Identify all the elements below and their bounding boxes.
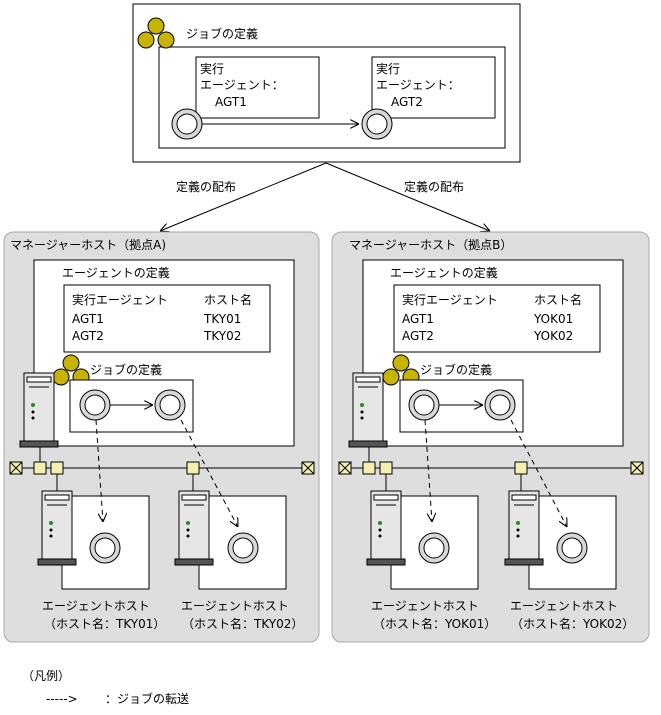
site-b-row1-agent: AGT1 xyxy=(402,312,434,326)
top-job-definition: ジョブの定義 実行 エージェント： AGT1 実行 エージェント： AGT2 xyxy=(132,3,521,163)
site-a-agent-host2-label: エージェントホスト xyxy=(181,599,289,613)
site-a-row1-host: TKY01 xyxy=(203,312,241,326)
job-node-2 xyxy=(361,108,393,140)
site-a-agent-def-title: エージェントの定義 xyxy=(62,265,170,280)
site-a-agent-server-icon-1 xyxy=(37,490,77,566)
site-a-row2-agent: AGT2 xyxy=(72,329,104,343)
legend-desc: ：ジョブの転送 xyxy=(105,691,189,706)
exec-agent-box-1 xyxy=(195,56,320,119)
site-b-agent-host2-hostname: （ホスト名：YOK02） xyxy=(511,616,634,631)
site-b-transfer-arrow-1 xyxy=(424,419,432,522)
site-a-agent-host2-hostname: （ホスト名：TKY02） xyxy=(182,616,303,631)
site-b-job-node-1 xyxy=(408,389,440,421)
site-b-agent-server-icon-1 xyxy=(366,490,406,566)
site-a-agent2-job-node xyxy=(227,532,259,564)
job-def-title: ジョブの定義 xyxy=(186,26,258,41)
site-b-col-agent: 実行エージェント xyxy=(402,292,498,307)
distribute-label-right: 定義の配布 xyxy=(404,179,464,194)
site-a-row2-host: TKY02 xyxy=(203,329,241,343)
site-b-tap-manager xyxy=(362,461,376,475)
site-b-title: マネージャーホスト（拠点B） xyxy=(349,238,512,252)
site-a-tap-host1 xyxy=(50,461,64,475)
site-b-manager-server-icon xyxy=(348,372,388,448)
site-a-col-host: ホスト名 xyxy=(204,292,252,307)
legend-title: （凡例） xyxy=(22,669,70,683)
site-a-tap-host2 xyxy=(186,461,200,475)
job-node-1 xyxy=(171,108,203,140)
legend-arrow-sample: -----> xyxy=(46,692,78,706)
exec2-line2: エージェント： xyxy=(376,78,460,92)
distribute-label-left: 定義の配布 xyxy=(176,179,236,194)
site-a-row1-agent: AGT1 xyxy=(72,312,104,326)
site-a-agent-table xyxy=(63,284,271,353)
site-b-agent-server-icon-2 xyxy=(504,490,544,566)
site-b-agent-host1-hostname: （ホスト名：YOK01） xyxy=(373,616,496,631)
site-a-transfer-arrow-2 xyxy=(180,419,238,527)
exec-agent-box-2 xyxy=(371,56,496,119)
site-b-agent1-job-node xyxy=(418,532,450,564)
site-b-job-def-title: ジョブの定義 xyxy=(420,362,492,377)
site-b-transfer-arrow-2 xyxy=(510,419,567,527)
site-b-agent-table xyxy=(393,284,601,353)
site-b-tap-host1 xyxy=(379,461,393,475)
site-a-agent-host1-hostname: （ホスト名：TKY01） xyxy=(44,616,165,631)
distribute-arrow-left xyxy=(160,162,327,231)
site-b-row2-agent: AGT2 xyxy=(402,329,434,343)
site-a-job-node-2 xyxy=(154,389,186,421)
exec1-agent: AGT1 xyxy=(215,95,247,109)
site-a-manager-server-icon xyxy=(19,372,59,448)
distribute-arrow-right xyxy=(325,162,490,231)
site-b-agent-host2-label: エージェントホスト xyxy=(510,599,618,613)
site-b-agent2-job-node xyxy=(556,532,588,564)
site-a-agent1-job-node xyxy=(89,532,121,564)
exec1-line1: 実行 xyxy=(200,61,224,76)
site-b-row2-host: YOK02 xyxy=(533,329,573,343)
exec2-line1: 実行 xyxy=(376,61,400,76)
site-a-title: マネージャーホスト（拠点A) xyxy=(10,238,166,252)
site-b-agent-def-title: エージェントの定義 xyxy=(390,265,498,280)
site-a-job-node-1 xyxy=(79,389,111,421)
site-b-job-node-2 xyxy=(484,389,516,421)
site-a-agent-host1-label: エージェントホスト xyxy=(42,599,150,613)
site-b-tap-host2 xyxy=(514,461,528,475)
site-b-agent-host1-label: エージェントホスト xyxy=(371,599,479,613)
site-a-tap-manager xyxy=(33,461,47,475)
site-b-panel: マネージャーホスト（拠点B） エージェントの定義 実行エージェント ホスト名 A… xyxy=(331,231,650,643)
site-a-agent-server-icon-2 xyxy=(174,490,214,566)
site-a-transfer-arrow-1 xyxy=(95,419,103,522)
site-b-col-host: ホスト名 xyxy=(534,292,582,307)
site-b-row1-host: YOK01 xyxy=(533,312,573,326)
exec2-agent: AGT2 xyxy=(391,95,423,109)
legend: （凡例） -----> ：ジョブの転送 xyxy=(22,669,189,706)
site-a-col-agent: 実行エージェント xyxy=(72,292,168,307)
exec1-line2: エージェント： xyxy=(200,78,284,92)
site-a-panel: マネージャーホスト（拠点A) エージェントの定義 実行エージェント ホスト名 A… xyxy=(3,231,320,643)
site-a-job-def-title: ジョブの定義 xyxy=(90,362,162,377)
